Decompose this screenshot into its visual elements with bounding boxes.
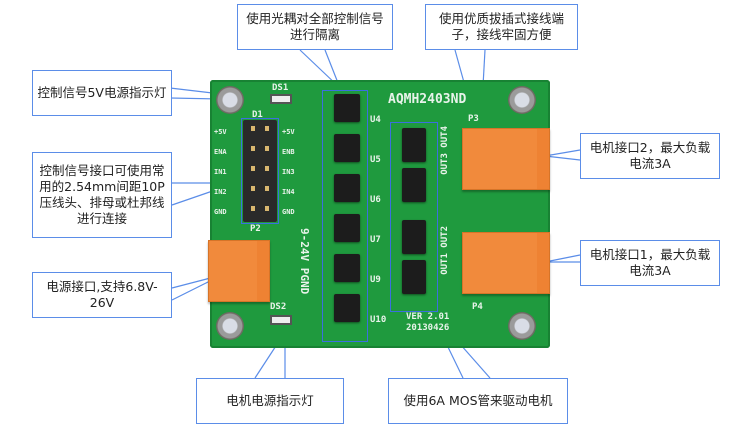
callout-signal-header: 控制信号接口可使用常用的2.54mm间距10P压线头、排母或杜邦线进行连接: [32, 152, 172, 238]
callout-motor2: 电机接口2，最大负载电流3A: [580, 133, 720, 179]
mount-hole-icon: [508, 312, 536, 340]
opto-chip: [334, 174, 360, 202]
callout-motor-power-led: 电机电源指示灯: [196, 378, 344, 424]
header2-label: P2: [250, 224, 261, 234]
callout-signal-led: 控制信号5V电源指示灯: [32, 70, 172, 116]
opto-chip: [334, 214, 360, 242]
motor1-terminal: [462, 232, 550, 294]
opto-chip: [334, 254, 360, 282]
mount-hole-icon: [216, 86, 244, 114]
optocoupler-group: [322, 90, 368, 342]
led1-label: DS1: [272, 83, 289, 93]
out34-label: OUT3 OUT4: [440, 126, 450, 175]
mosfet-chip: [402, 128, 426, 162]
mount-hole-icon: [508, 86, 536, 114]
led2-indicator: [270, 315, 292, 325]
header-highlight: [241, 118, 279, 224]
header-label: D1: [252, 110, 263, 120]
motor2-terminal: [462, 128, 550, 190]
power-label: 9-24V PGND: [298, 228, 311, 295]
led2-label: DS2: [270, 302, 287, 312]
callout-mosfet: 使用6A MOS管来驱动电机: [388, 378, 568, 424]
mosfet-chip: [402, 220, 426, 254]
callout-motor1: 电机接口1，最大负载电流3A: [580, 240, 720, 286]
signal-header: [243, 120, 277, 222]
port4-label: P4: [472, 302, 483, 312]
mosfet-chip: [402, 168, 426, 202]
callout-power-input: 电源接口,支持6.8V-26V: [32, 272, 172, 318]
callout-terminal: 使用优质拔插式接线端子，接线牢固方便: [425, 4, 578, 50]
mosfet-group: [390, 122, 438, 312]
port3-label: P3: [468, 114, 479, 124]
led1-indicator: [270, 94, 292, 104]
opto-chip: [334, 294, 360, 322]
callout-optocoupler: 使用光耦对全部控制信号进行隔离: [237, 4, 393, 50]
opto-chip: [334, 94, 360, 122]
out12-label: OUT1 OUT2: [440, 226, 450, 275]
power-terminal: [208, 240, 270, 302]
model-label: AQMH2403ND: [388, 92, 467, 107]
opto-chip: [334, 134, 360, 162]
mount-hole-icon: [216, 312, 244, 340]
mosfet-chip: [402, 260, 426, 294]
